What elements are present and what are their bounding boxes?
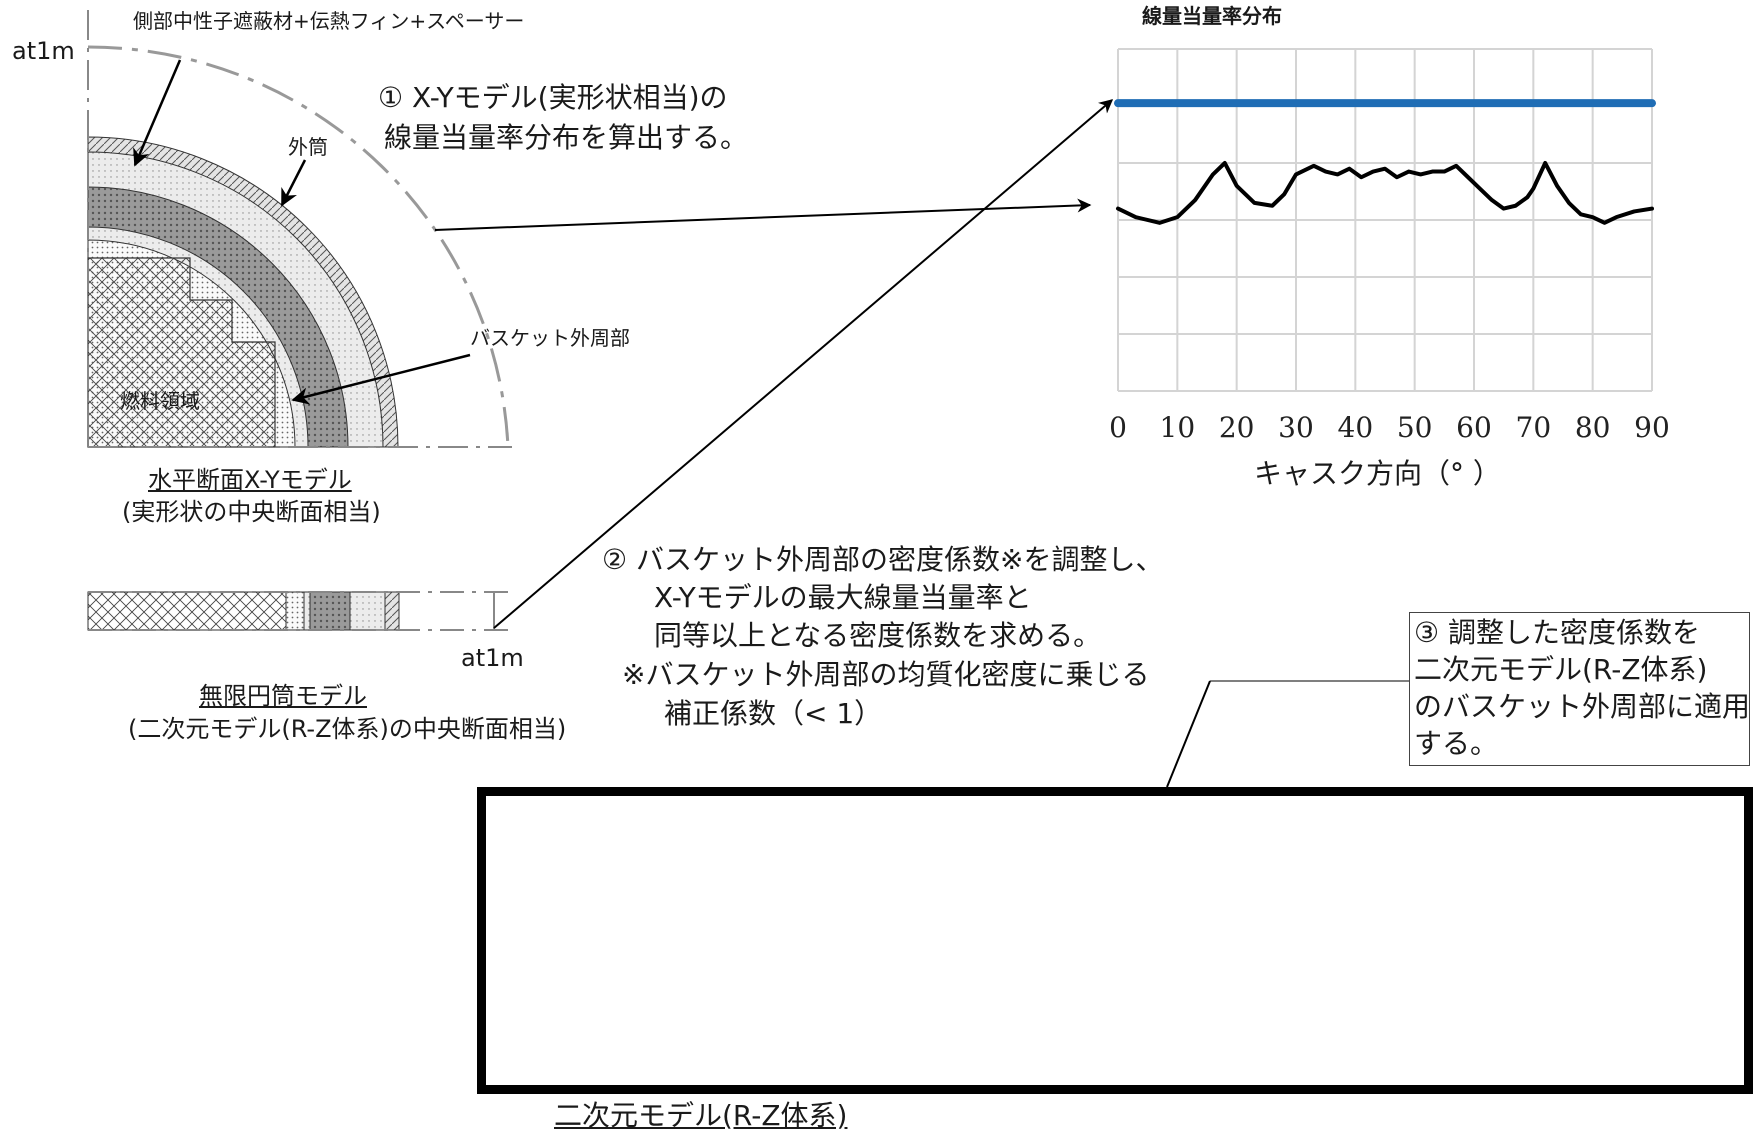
rz-model-caption: 二次元モデル(R-Z体系) — [554, 1099, 848, 1132]
step2-note-line2: 補正係数（< 1） — [664, 697, 883, 730]
step2-line3: 同等以上となる密度係数を求める。 — [654, 619, 1102, 652]
chart-x-tick-label: 10 — [1160, 411, 1196, 444]
step3-line3: のバスケット外周部に適用 — [1414, 689, 1751, 723]
arrow-cylinder-to-chart — [493, 99, 1114, 629]
chart-x-tick-label: 30 — [1278, 411, 1314, 444]
xy-baseline — [87, 10, 512, 448]
chart-x-ticks: 0 10 20 30 40 50 60 70 80 90 — [1109, 411, 1670, 444]
step1-line1: ① X-Yモデル(実形状相当)の — [378, 81, 728, 114]
rz-model-frame — [477, 787, 1753, 1094]
chart-x-tick-label: 0 — [1109, 411, 1127, 444]
step2-line2: X-Yモデルの最大線量当量率と — [654, 581, 1032, 614]
chart-x-tick-label: 40 — [1338, 411, 1374, 444]
chart-series — [1114, 99, 1656, 225]
xy-model-figure — [87, 10, 512, 448]
step3-line2: 二次元モデル(R-Z体系) — [1414, 652, 1708, 686]
label-outer-shell: 外筒 — [288, 135, 328, 159]
xy-model-title: 水平断面X-Yモデル — [148, 466, 352, 494]
pointer-arrow-basket — [291, 353, 471, 405]
chart-x-axis-label: キャスク方向（° ） — [1254, 457, 1501, 490]
chart-x-tick-label: 50 — [1397, 411, 1433, 444]
pointer-arrow-top-material — [133, 59, 182, 167]
cylinder-basket — [285, 591, 305, 631]
chart-x-tick-label: 60 — [1456, 411, 1492, 444]
cylinder-gap — [303, 591, 311, 631]
chart-x-tick-label: 20 — [1219, 411, 1255, 444]
step3-line4: する。 — [1414, 726, 1499, 760]
pointer-arrow-outer-shell — [280, 159, 307, 207]
step2-line1: ② バスケット外周部の密度係数※を調整し、 — [602, 543, 1164, 576]
arrow-xy-to-chart — [434, 198, 1092, 231]
at1m-boundary-arc — [87, 45, 510, 448]
chart-series-distribution-line — [1116, 161, 1654, 225]
cylinder-inner-shell — [309, 591, 351, 631]
cylinder-model-subtitle: (二次元モデル(R-Z体系)の中央断面相当) — [128, 715, 567, 743]
leader-line-step3-b — [1166, 680, 1211, 788]
cylinder-model-figure — [87, 591, 512, 631]
cylinder-fuel — [87, 591, 287, 631]
step1-line2: 線量当量率分布を算出する。 — [384, 121, 749, 154]
label-side-shield-material: 側部中性子遮蔽材+伝熱フィン+スペーサー — [133, 9, 525, 33]
step3-note-box: ③ 調整した密度係数を 二次元モデル(R-Z体系) のバスケット外周部に適用 す… — [1409, 612, 1750, 766]
step3-line1: ③ 調整した密度係数を — [1414, 616, 1701, 649]
chart-title: 線量当量率分布 — [1142, 4, 1282, 28]
chart-x-tick-label: 70 — [1516, 411, 1552, 444]
label-xy-at1m: at1m — [12, 37, 75, 65]
cylinder-shield — [349, 591, 386, 631]
dose-rate-chart: 0 10 20 30 40 50 60 70 80 90 — [1109, 48, 1670, 444]
chart-x-tick-label: 90 — [1634, 411, 1670, 444]
cylinder-outer-shell — [384, 591, 400, 631]
label-basket-periphery: バスケット外周部 — [470, 326, 630, 350]
step2-note-line1: ※バスケット外周部の均質化密度に乗じる — [622, 658, 1150, 691]
chart-x-tick-label: 80 — [1575, 411, 1611, 444]
label-fuel-region: 燃料領域 — [120, 389, 200, 413]
xy-model-subtitle: (実形状の中央断面相当) — [122, 498, 381, 526]
fuel-region-shape — [87, 257, 276, 448]
cylinder-model-title: 無限円筒モデル — [199, 682, 367, 710]
label-cylinder-at1m: at1m — [461, 644, 524, 672]
